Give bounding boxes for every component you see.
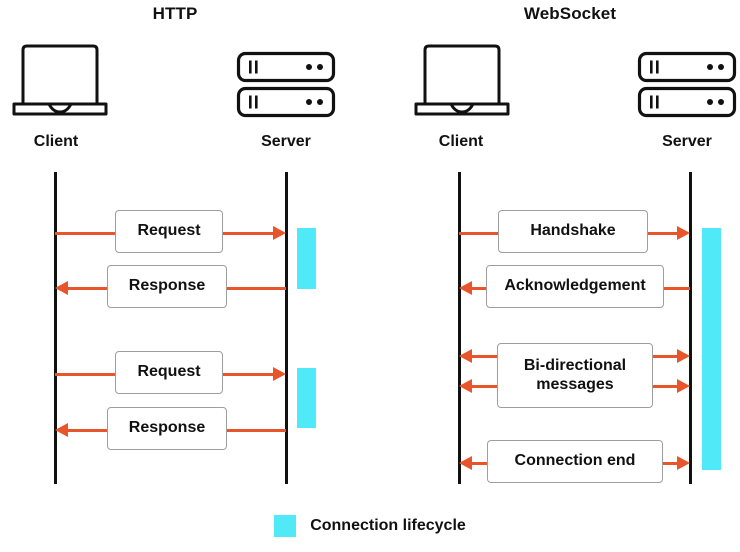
message-label: Request <box>115 210 223 253</box>
legend: Connection lifecycle <box>0 515 740 537</box>
arrowhead-right-icon <box>677 349 690 363</box>
arrowhead-left-icon <box>55 423 68 437</box>
message-label: Response <box>107 265 227 308</box>
laptop-icon <box>12 42 108 120</box>
message-label: Acknowledgement <box>486 265 664 308</box>
message-label: Bi-directional messages <box>497 343 653 408</box>
server-icon <box>637 51 737 119</box>
lifeline-server-websocket <box>689 172 692 484</box>
server-icon <box>236 51 336 119</box>
message-label: Connection end <box>487 440 663 483</box>
message-label: Handshake <box>498 210 648 253</box>
arrowhead-right-icon <box>677 226 690 240</box>
arrowhead-right-icon <box>273 226 286 240</box>
arrowhead-left-icon <box>459 379 472 393</box>
lifeline-client-websocket <box>458 172 461 484</box>
laptop-icon <box>414 42 510 120</box>
actor-label-client: Client <box>438 133 484 150</box>
actor-label-server: Server <box>662 133 712 150</box>
panel-title-websocket: WebSocket <box>523 4 617 23</box>
arrowhead-left-icon <box>459 281 472 295</box>
actor-label-client: Client <box>33 133 79 150</box>
lifeline-client-http <box>54 172 57 484</box>
lifecycle-bar-http-1 <box>297 228 316 289</box>
actor-label-server: Server <box>261 133 311 150</box>
message-label: Request <box>115 351 223 394</box>
lifecycle-bar-websocket-1 <box>702 228 721 470</box>
panel-title-http: HTTP <box>152 4 198 23</box>
lifeline-server-http <box>285 172 288 484</box>
arrowhead-right-icon <box>677 456 690 470</box>
legend-swatch <box>274 515 297 537</box>
legend-label: Connection lifecycle <box>310 517 466 534</box>
message-label: Response <box>107 407 227 450</box>
arrowhead-left-icon <box>459 349 472 363</box>
lifecycle-bar-http-2 <box>297 368 316 428</box>
arrowhead-right-icon <box>677 379 690 393</box>
arrowhead-left-icon <box>459 456 472 470</box>
arrowhead-right-icon <box>273 367 286 381</box>
arrowhead-left-icon <box>55 281 68 295</box>
